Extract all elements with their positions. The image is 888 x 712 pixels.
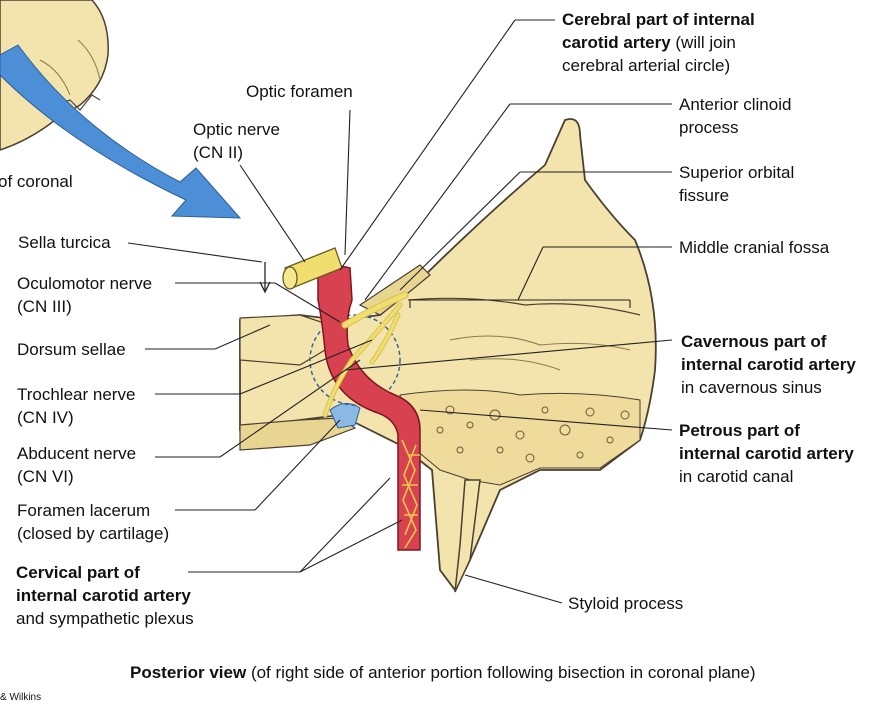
label-cerebral-part: Cerebral part of internal (562, 10, 755, 29)
temporal-bone (239, 118, 657, 593)
sella-turcica-arrow-icon (259, 262, 271, 294)
credit-text: & Wilkins (0, 692, 42, 703)
label-superior-orbital-fissure: Superior orbital (679, 163, 795, 182)
label-oculomotor-nerve: Oculomotor nerve (17, 274, 153, 293)
label-optic-nerve-line2: (CN II) (193, 143, 244, 162)
label-styloid-process: Styloid process (568, 594, 684, 613)
label-abducent-nerve-line2: (CN VI) (17, 467, 74, 486)
caption-bold: Posterior view (130, 663, 247, 682)
label-cerebral-part-line2-bold: carotid artery (562, 33, 671, 52)
leader-lines (127, 19, 673, 604)
label-superior-orbital-fissure-line2: fissure (679, 186, 730, 205)
label-trochlear-nerve: Trochlear nerve (17, 385, 136, 404)
label-dorsum-sellae: Dorsum sellae (17, 340, 126, 359)
label-sella-turcica: Sella turcica (18, 233, 111, 252)
label-foramen-lacerum: Foramen lacerum (17, 501, 151, 520)
label-optic-foramen: Optic foramen (246, 82, 353, 101)
label-cervical-part-line2: internal carotid artery (16, 586, 191, 605)
label-petrous-part: Petrous part of (679, 421, 800, 440)
label-optic-nerve: Optic nerve (193, 120, 280, 139)
label-middle-cranial-fossa: Middle cranial fossa (679, 238, 830, 257)
label-petrous-part-line3: in carotid canal (679, 467, 794, 486)
label-coronal-fragment: of coronal (0, 172, 73, 191)
label-foramen-lacerum-line2: (closed by cartilage) (17, 524, 170, 543)
label-cavernous-part-line3: in cavernous sinus (681, 378, 822, 397)
label-oculomotor-nerve-line2: (CN III) (17, 297, 72, 316)
label-trochlear-nerve-line2: (CN IV) (17, 408, 74, 427)
label-abducent-nerve: Abducent nerve (17, 444, 137, 463)
label-cavernous-part: Cavernous part of (681, 332, 827, 351)
label-anterior-clinoid-line2: process (679, 118, 739, 137)
view-direction-arrow-icon (0, 44, 242, 219)
label-cerebral-part-line2-rest: (will join (670, 33, 736, 52)
figure-caption: Posterior view (of right side of anterio… (130, 662, 756, 684)
label-cerebral-part-line2: carotid artery (will join (562, 32, 736, 54)
label-cervical-part: Cervical part of (16, 563, 140, 582)
label-anterior-clinoid: Anterior clinoid (679, 95, 792, 114)
caption-rest: (of right side of anterior portion follo… (246, 663, 756, 682)
label-cavernous-part-line2: internal carotid artery (681, 355, 856, 374)
label-cervical-part-line3: and sympathetic plexus (16, 609, 194, 628)
cranial-nerves (322, 291, 409, 418)
label-cerebral-part-line3: cerebral arterial circle) (562, 56, 731, 75)
label-petrous-part-line2: internal carotid artery (679, 444, 854, 463)
